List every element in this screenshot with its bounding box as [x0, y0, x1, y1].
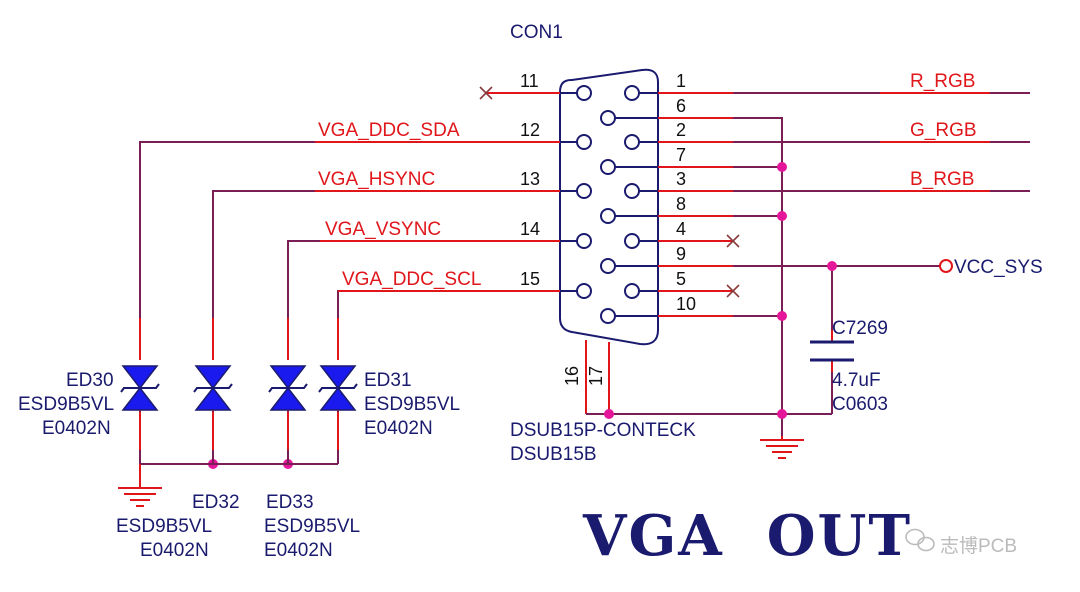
pin-number-4: 4 [676, 219, 686, 239]
pin-3-contact [624, 183, 640, 199]
connector-footprint: DSUB15B [510, 444, 597, 465]
connector-internal-leads [560, 92, 658, 317]
pin-13-contact [576, 183, 592, 199]
esd-ed31-package: E0402N [364, 418, 433, 439]
net-label-vga-ddc-scl: VGA_DDC_SCL [342, 269, 481, 290]
ground-symbol-right [760, 436, 804, 459]
pin-7-contact [600, 159, 616, 175]
pin-number-2: 2 [676, 120, 686, 140]
power-label-vcc-sys: VCC_SYS [954, 257, 1043, 278]
pin-number-11: 11 [520, 71, 539, 91]
vcc-sys-port-icon [939, 259, 953, 273]
pin-4-contact [624, 233, 640, 249]
pin-number-6: 6 [676, 96, 686, 116]
pin-number-5: 5 [676, 269, 686, 289]
net-label-b-rgb: B_RGB [910, 169, 974, 190]
pin-number-16: 16 [562, 366, 582, 386]
right-net-red-segments [831, 92, 990, 372]
left-pin-stubs [487, 92, 560, 292]
ground-symbol-left [118, 464, 162, 507]
esd-ed33-package: E0402N [264, 540, 333, 561]
pin-number-17: 17 [586, 366, 606, 386]
right-pin-stubs [658, 92, 733, 317]
pin-number-1: 1 [676, 71, 686, 91]
watermark: 志博PCB [905, 528, 1017, 557]
esd-ed31-part: ESD9B5VL [364, 394, 460, 415]
diode-top-stubs [139, 318, 339, 360]
esd-ed32-ref: ED32 [192, 492, 240, 513]
net-label-vga-vsync: VGA_VSYNC [325, 219, 441, 240]
capacitor-c7269-symbol [810, 340, 854, 362]
pin-numbers-left: 11 12 13 14 15 [520, 71, 540, 289]
pin-15-contact [576, 283, 592, 299]
pin-6-contact [600, 110, 616, 126]
capacitor-ref: C7269 [832, 318, 888, 339]
net-label-underlines [315, 141, 487, 292]
capacitor-package: C0603 [832, 394, 888, 415]
net-label-vga-ddc-sda: VGA_DDC_SDA [318, 120, 460, 141]
no-connect-markers [479, 86, 740, 298]
pin-2-contact [624, 134, 640, 150]
capacitor-value: 4.7uF [832, 370, 881, 391]
pin-number-12: 12 [520, 120, 540, 140]
watermark-text: 志博PCB [940, 535, 1017, 557]
esd-ed33-part: ESD9B5VL [264, 516, 360, 537]
pin-number-15: 15 [520, 269, 540, 289]
net-label-r-rgb: R_RGB [910, 71, 975, 92]
pin-numbers-right: 1 6 2 7 3 8 4 9 5 10 [676, 71, 696, 314]
pin-10-contact [600, 308, 616, 324]
pin-14-contact [576, 233, 592, 249]
pin-11-contact [576, 85, 592, 101]
pin-1-contact [624, 85, 640, 101]
pin-number-13: 13 [520, 169, 540, 189]
pin-number-7: 7 [676, 145, 686, 165]
diode-bottom-stubs [139, 412, 339, 450]
pin-number-8: 8 [676, 194, 686, 214]
esd-ed30-package: E0402N [42, 418, 111, 439]
pin-8-contact [600, 208, 616, 224]
net-label-vga-hsync: VGA_HSYNC [318, 169, 435, 190]
pin-number-3: 3 [676, 169, 686, 189]
esd-ed31-ref: ED31 [364, 370, 412, 391]
pin-5-contact [624, 283, 640, 299]
pin-number-14: 14 [520, 219, 540, 239]
wechat-icon [905, 528, 935, 552]
pin-number-9: 9 [676, 244, 686, 264]
pin-number-10: 10 [676, 294, 696, 314]
esd-ed30-part: ESD9B5VL [18, 394, 114, 415]
esd-ed32-package: E0402N [140, 540, 209, 561]
esd-ed32-part: ESD9B5VL [116, 516, 212, 537]
schematic-title: VGA OUT [582, 503, 912, 569]
pin-12-contact [576, 134, 592, 150]
net-label-g-rgb: G_RGB [910, 120, 977, 141]
pin-9-contact [600, 258, 616, 274]
esd-ed33-ref: ED33 [266, 492, 314, 513]
connector-part-number: DSUB15P-CONTECK [510, 420, 696, 441]
bottom-pin-stubs [585, 340, 610, 414]
esd-ed30-ref: ED30 [66, 370, 114, 391]
connector-ref: CON1 [510, 22, 563, 43]
